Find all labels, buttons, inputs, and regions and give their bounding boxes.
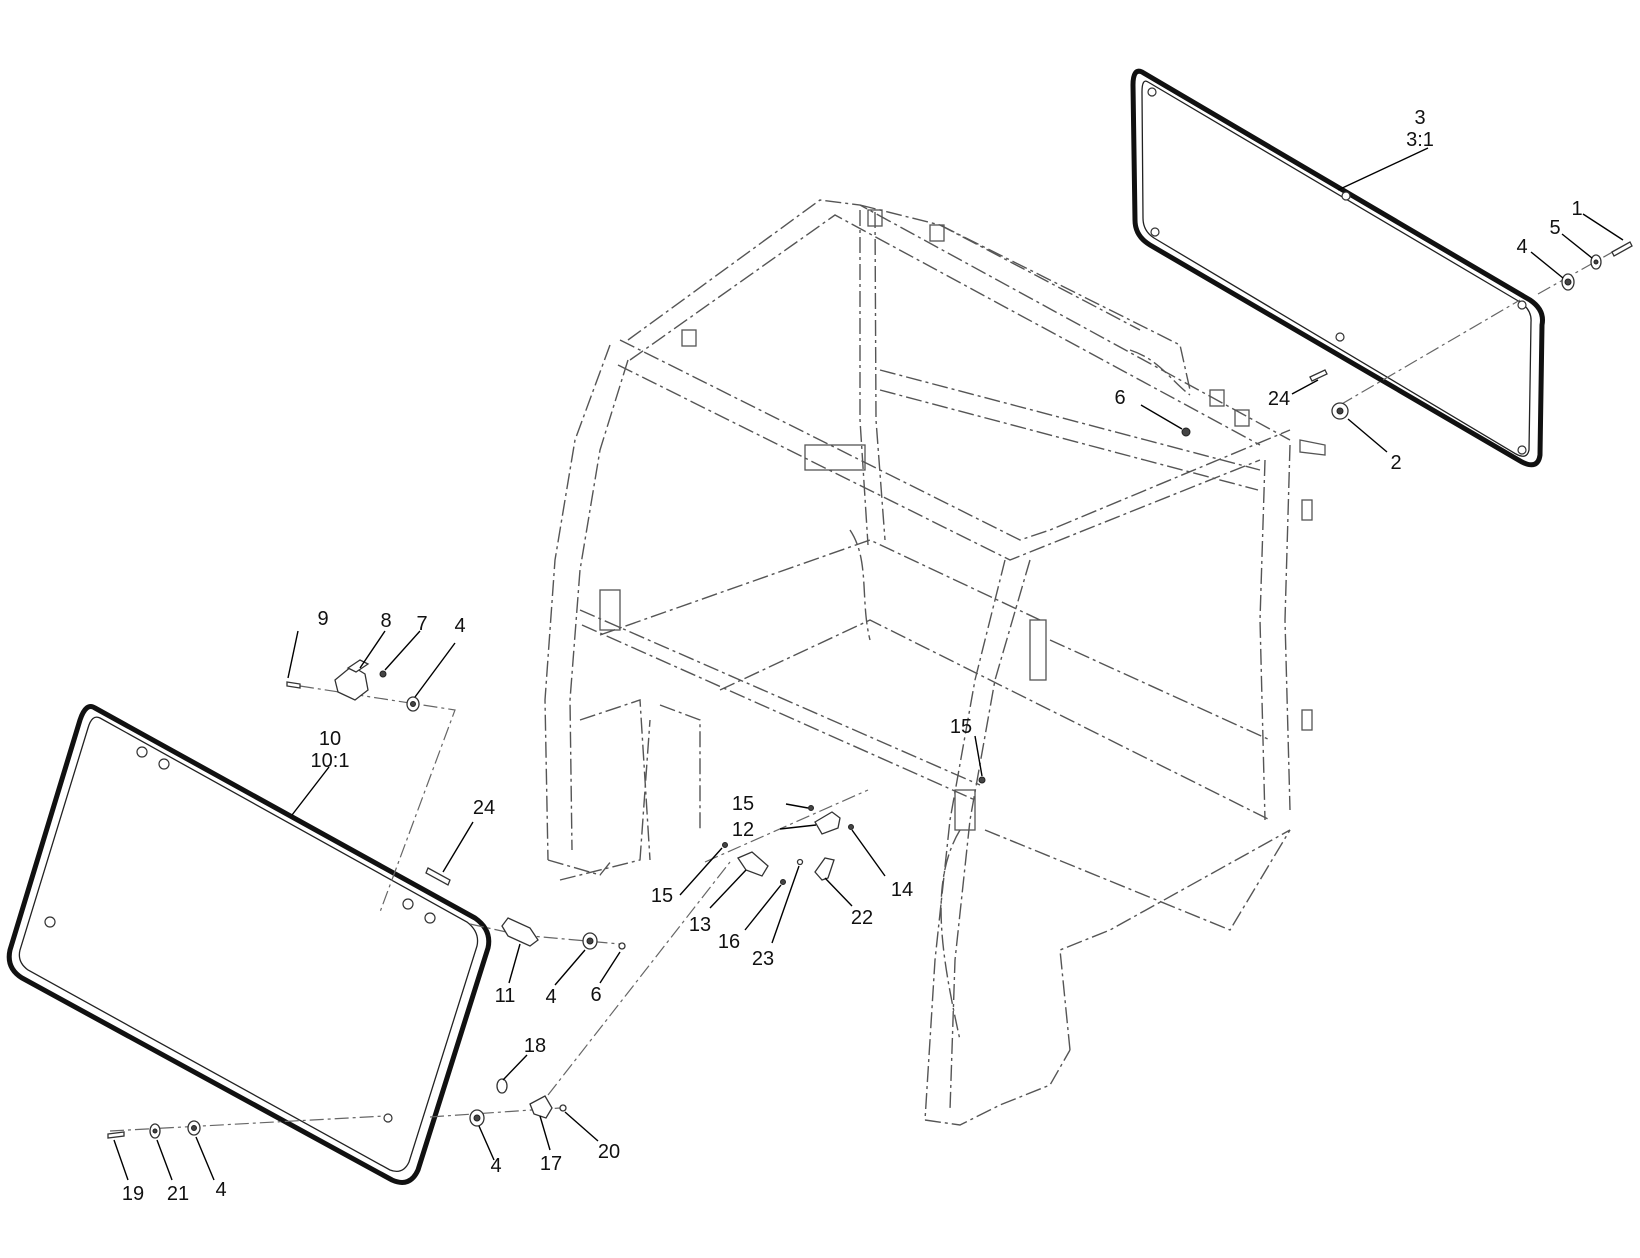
callout-4-low: 4 xyxy=(490,1155,501,1177)
pin-14-part xyxy=(848,824,854,830)
callout-2: 2 xyxy=(1390,452,1401,474)
callout-20: 20 xyxy=(598,1141,620,1163)
callout-13: 13 xyxy=(689,914,711,936)
nut-7-part xyxy=(379,670,387,678)
screw-9-part xyxy=(286,681,301,689)
callout-9: 9 xyxy=(317,608,328,630)
front-hardware xyxy=(107,659,986,1139)
pin-24-front-part xyxy=(425,867,451,886)
callout-10-1: 10:1 xyxy=(311,750,350,772)
callout-8: 8 xyxy=(380,610,391,632)
callout-6-front: 6 xyxy=(590,984,601,1006)
callout-23: 23 xyxy=(752,948,774,970)
callout-4-top: 4 xyxy=(454,615,465,637)
hinge-8-part xyxy=(334,665,369,701)
callout-24-rear: 24 xyxy=(1268,388,1290,410)
leader-lines xyxy=(113,147,1624,1181)
callout-14: 14 xyxy=(891,879,913,901)
callout-6-rear: 6 xyxy=(1114,387,1125,409)
handle-17-part xyxy=(529,1095,553,1119)
screw-15-upper-part xyxy=(978,776,986,784)
nut-20-part xyxy=(559,1104,567,1112)
bolt-1-part xyxy=(1611,241,1633,257)
callout-19: 19 xyxy=(122,1183,144,1205)
callout-24-front: 24 xyxy=(473,797,495,819)
callout-labels: 3 3:1 10 10:1 1 5 4 2 24 6 9 8 7 4 24 11… xyxy=(122,107,1583,1205)
bolt-19-part xyxy=(107,1131,125,1139)
callout-3: 3 xyxy=(1414,107,1425,129)
callout-10: 10 xyxy=(319,728,341,750)
callout-15-mid: 15 xyxy=(732,793,754,815)
callout-15-upper: 15 xyxy=(950,716,972,738)
callout-4-rear: 4 xyxy=(1516,236,1527,258)
screw-15-lower-part xyxy=(722,842,728,848)
callout-16: 16 xyxy=(718,931,740,953)
bracket-22-part xyxy=(814,857,835,881)
callout-3-1: 3:1 xyxy=(1406,129,1434,151)
callout-4-mid: 4 xyxy=(545,986,556,1008)
callout-7: 7 xyxy=(416,613,427,635)
callout-5: 5 xyxy=(1549,217,1560,239)
latch-13-part xyxy=(737,851,769,877)
nut-6-front-part xyxy=(618,942,626,950)
front-window-glass xyxy=(6,704,492,1185)
callout-15-lower: 15 xyxy=(651,885,673,907)
cab-frame xyxy=(544,199,1326,1126)
pin-24-rear-part xyxy=(1309,369,1328,382)
screw-23-part xyxy=(796,858,804,866)
callout-11: 11 xyxy=(495,985,516,1007)
callout-18: 18 xyxy=(524,1035,546,1057)
callout-1: 1 xyxy=(1571,198,1582,220)
callout-22: 22 xyxy=(851,907,873,929)
latch-12-part xyxy=(814,811,841,835)
rear-window-glass xyxy=(1130,68,1545,468)
spring-16-part xyxy=(780,879,786,885)
callout-4-left: 4 xyxy=(215,1179,226,1201)
ring-18-part xyxy=(496,1078,508,1094)
callout-17: 17 xyxy=(540,1153,562,1175)
screw-15-mid-part xyxy=(808,805,814,811)
callout-12: 12 xyxy=(732,819,754,841)
nut-6-rear-part xyxy=(1181,427,1191,437)
hinge-11-part xyxy=(501,917,539,947)
rear-hardware xyxy=(1181,241,1633,437)
callout-21: 21 xyxy=(167,1183,189,1205)
